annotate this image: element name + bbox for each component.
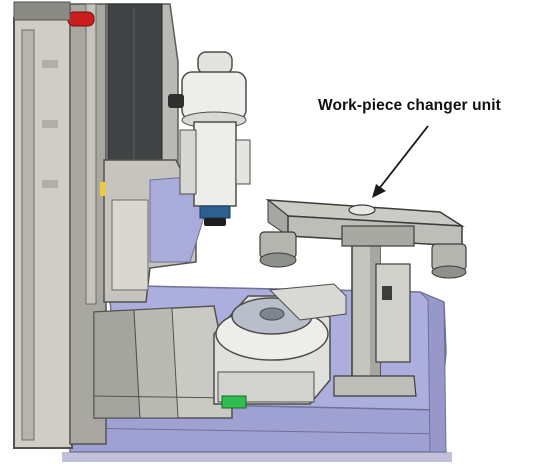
base-edge-line [69,427,447,435]
work-piece-changer-unit [259,198,467,397]
gripper-right-foot [431,265,467,279]
column-ribbing-c [42,180,58,188]
guard-fold-mid [133,307,179,419]
arm-center-bolt [348,204,376,216]
actuator-detail [382,286,392,300]
spindle-side-plate [235,139,251,185]
column-ribbing-a [42,60,58,68]
spindle-side-panel [179,129,197,195]
arrow-shaft [377,125,429,191]
enclosure-inner-edge [21,29,35,441]
rotary-side-panel [217,371,315,403]
machine-column [13,1,179,449]
gripper-left-foot [259,252,297,268]
spindle-body [193,121,237,207]
changer-actuator [375,263,411,363]
spindle-top-cap [197,51,233,75]
arrow-head [372,184,386,198]
stop-button [67,11,95,27]
bracket-plate [111,199,149,291]
guard-line [93,395,233,399]
green-indicator [221,395,247,409]
guard-fold-left [93,309,141,419]
rotary-table [213,283,347,409]
changer-base [333,375,417,397]
callout-arrow [372,125,429,198]
changer-gearbox [341,225,415,247]
spindle-tool-tip [204,218,226,226]
door-panel-dark [107,3,163,165]
floor-shadow [62,452,452,462]
rotary-hub [259,307,285,321]
callout-label: Work-piece changer unit [318,97,501,114]
table-back-plate [268,283,347,321]
column-rail [85,3,97,305]
column-ribbing-b [42,120,58,128]
front-guard [93,305,233,419]
changer-column-shade [370,234,380,380]
spindle-knob [168,94,184,108]
spindle-nose-collar [199,205,231,219]
spindle-unit [168,51,251,226]
yellow-label [100,182,106,196]
top-cabling [13,1,71,21]
